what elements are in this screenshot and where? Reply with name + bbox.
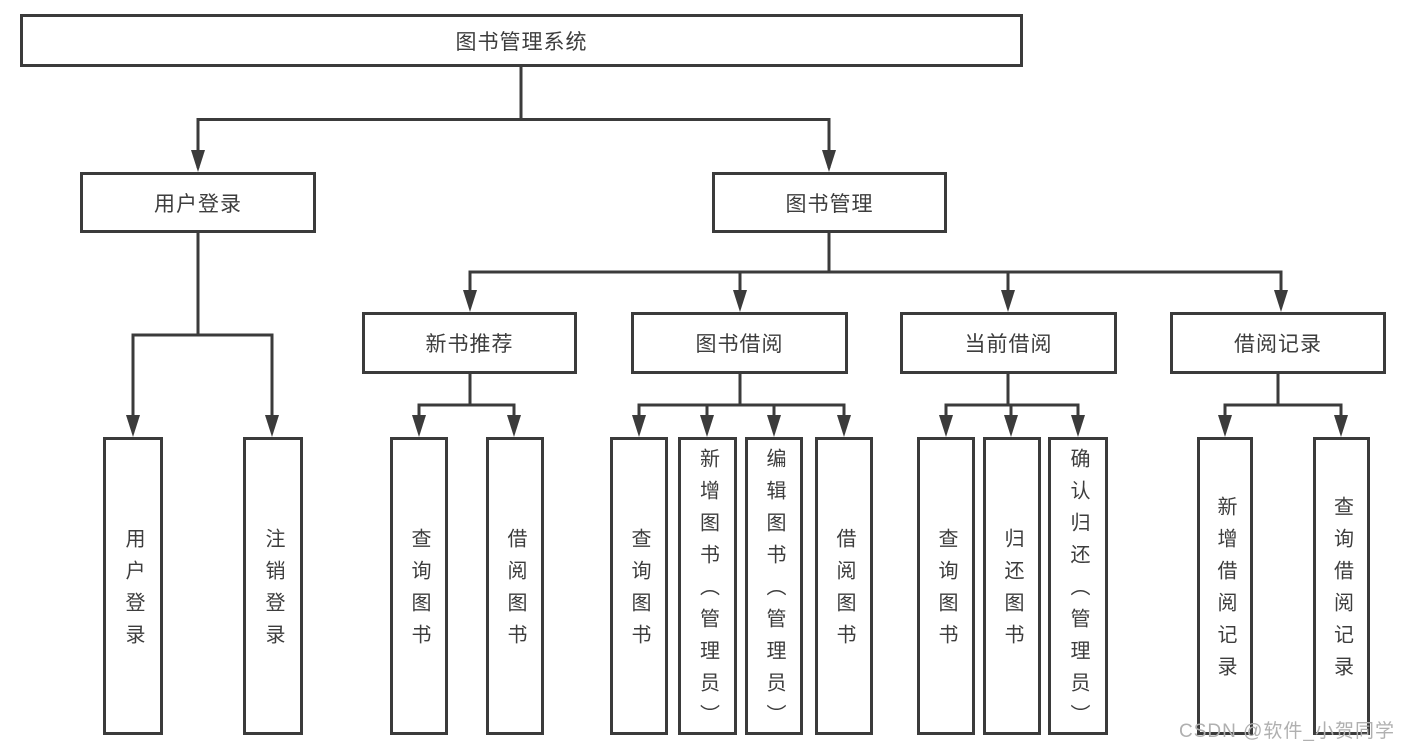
leaf-query-books: 查询图书 xyxy=(917,437,975,735)
leaf-label: 确认归还（管理员） xyxy=(1067,448,1089,736)
node-book-management: 图书管理 xyxy=(712,172,947,233)
leaf-borrow-books: 借阅图书 xyxy=(815,437,873,735)
leaf-label: 注销登录 xyxy=(262,528,284,656)
leaf-borrow-books: 借阅图书 xyxy=(486,437,544,735)
leaf-label: 借阅图书 xyxy=(833,528,855,656)
leaf-logout: 注销登录 xyxy=(243,437,303,735)
leaf-user-login: 用户登录 xyxy=(103,437,163,735)
leaf-add-book-admin: 新增图书（管理员） xyxy=(678,437,737,736)
leaf-query-borrow-record: 查询借阅记录 xyxy=(1313,437,1370,735)
leaf-label: 编辑图书（管理员） xyxy=(763,448,785,736)
leaf-label: 新增图书（管理员） xyxy=(696,448,719,736)
node-new-book-recommendation: 新书推荐 xyxy=(362,312,577,374)
node-label: 新书推荐 xyxy=(425,333,514,356)
node-label: 图书管理系统 xyxy=(455,30,588,54)
leaf-label: 借阅图书 xyxy=(504,528,526,656)
leaf-label: 查询借阅记录 xyxy=(1330,496,1353,688)
leaf-label: 新增借阅记录 xyxy=(1214,496,1236,688)
csdn-watermark: CSDN @软件_小贺同学 xyxy=(1179,721,1395,742)
leaf-query-books: 查询图书 xyxy=(610,437,668,735)
leaf-label: 查询图书 xyxy=(408,528,430,656)
leaf-add-borrow-record: 新增借阅记录 xyxy=(1197,437,1253,735)
node-borrowing-records: 借阅记录 xyxy=(1170,312,1386,374)
node-library-system: 图书管理系统 xyxy=(20,14,1023,67)
node-label: 图书借阅 xyxy=(695,333,784,356)
leaf-label: 查询图书 xyxy=(935,528,957,656)
node-label: 用户登录 xyxy=(154,192,242,216)
leaf-confirm-return-admin: 确认归还（管理员） xyxy=(1048,437,1108,736)
node-label: 当前借阅 xyxy=(964,333,1053,356)
node-user-login: 用户登录 xyxy=(80,172,316,233)
leaf-return-book: 归还图书 xyxy=(983,437,1041,735)
node-label: 借阅记录 xyxy=(1234,333,1322,356)
node-current-borrowing: 当前借阅 xyxy=(900,312,1117,374)
node-label: 图书管理 xyxy=(785,192,874,216)
leaf-query-books: 查询图书 xyxy=(390,437,448,735)
node-book-borrowing: 图书借阅 xyxy=(631,312,848,374)
leaf-edit-book-admin: 编辑图书（管理员） xyxy=(745,437,803,736)
leaf-label: 归还图书 xyxy=(1001,528,1023,656)
leaf-label: 用户登录 xyxy=(122,528,144,656)
leaf-label: 查询图书 xyxy=(628,528,650,656)
